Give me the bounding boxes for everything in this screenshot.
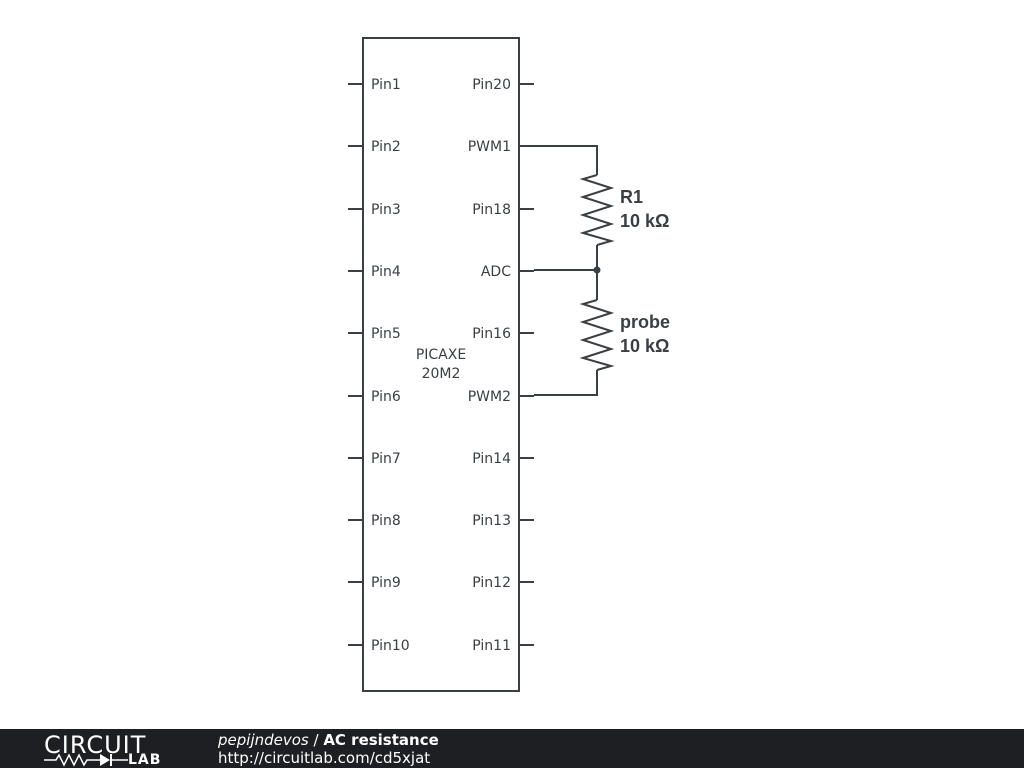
logo-circuit-text: CIRCUIT xyxy=(44,731,147,759)
footer-info: pepijndevos / AC resistance http://circu… xyxy=(218,731,439,767)
pin-label-pwm1: PWM1 xyxy=(468,139,511,155)
resistor-probe-symbol[interactable] xyxy=(579,299,615,371)
probe-value-label: 10 kΩ xyxy=(620,336,669,356)
wire-probe-pwm2[interactable] xyxy=(534,370,598,396)
chip-name-line1: PICAXE xyxy=(416,347,466,363)
pin-label-pin6: Pin6 xyxy=(371,389,401,405)
pin-label-adc: ADC xyxy=(481,264,511,280)
pin-label-pin16: Pin16 xyxy=(472,326,511,342)
logo-resistor-diode-icon xyxy=(44,753,128,767)
pin-label-pin12: Pin12 xyxy=(472,575,511,591)
pin-label-pin2: Pin2 xyxy=(371,139,401,155)
pin-label-pin5: Pin5 xyxy=(371,326,401,342)
circuit-title: AC resistance xyxy=(323,731,439,749)
pin-label-pin10: Pin10 xyxy=(371,638,410,654)
pin-label-pin9: Pin9 xyxy=(371,575,401,591)
r1-value-label: 10 kΩ xyxy=(620,211,669,231)
wire-pwm1-r1[interactable] xyxy=(534,145,598,175)
pin-label-pin7: Pin7 xyxy=(371,451,401,467)
schematic-canvas: PICAXE 20M2 Pin1Pin2Pin3Pin4Pin5Pin6Pin7… xyxy=(348,37,670,692)
circuit-url[interactable]: http://circuitlab.com/cd5xjat xyxy=(218,749,431,767)
pin-label-pin3: Pin3 xyxy=(371,202,401,218)
pin-label-pwm2: PWM2 xyxy=(468,389,511,405)
pin-label-pin20: Pin20 xyxy=(472,77,511,93)
pin-label-pin4: Pin4 xyxy=(371,264,401,280)
logo-lab-text: LAB xyxy=(128,752,162,768)
pin-label-pin14: Pin14 xyxy=(472,451,511,467)
left-pin-group: Pin1Pin2Pin3Pin4Pin5Pin6Pin7Pin8Pin9Pin1… xyxy=(348,77,410,654)
pin-label-pin13: Pin13 xyxy=(472,513,511,529)
pin-label-pin18: Pin18 xyxy=(472,202,511,218)
title-separator: / xyxy=(308,731,324,749)
author-link[interactable]: pepijndevos xyxy=(218,731,309,749)
chip-body[interactable] xyxy=(362,37,520,692)
footer-bar: CIRCUIT LAB pepijndevos / AC resistance … xyxy=(0,729,1024,768)
pin-label-pin1: Pin1 xyxy=(371,77,401,93)
resistor-r1-symbol[interactable] xyxy=(579,174,615,246)
pin-label-pin8: Pin8 xyxy=(371,513,401,529)
footer-title-line: pepijndevos / AC resistance xyxy=(218,731,439,749)
r1-name-label: R1 xyxy=(620,187,643,207)
chip-name-line2: 20M2 xyxy=(422,366,461,382)
probe-name-label: probe xyxy=(620,312,670,332)
circuitlab-logo[interactable]: CIRCUIT LAB xyxy=(40,731,180,768)
junction-node xyxy=(593,266,601,274)
pin-label-pin11: Pin11 xyxy=(472,638,511,654)
